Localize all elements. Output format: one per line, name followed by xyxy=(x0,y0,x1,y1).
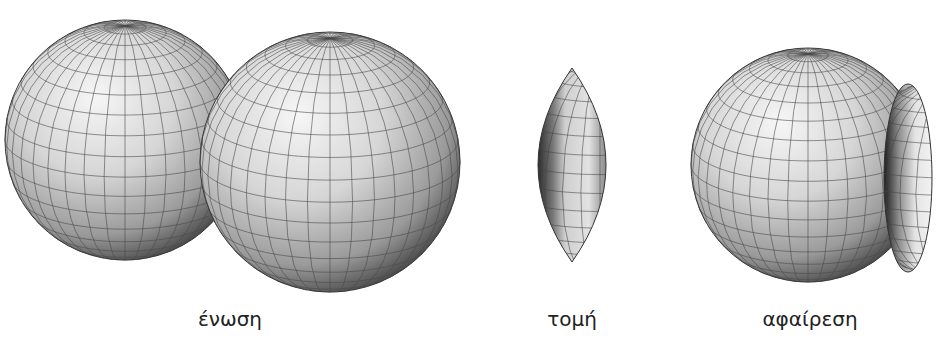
operation-label: αφαίρεση xyxy=(762,307,857,331)
sphere-outline xyxy=(200,32,460,292)
sphere-body xyxy=(200,32,460,292)
operation-label: τομή xyxy=(547,307,597,331)
sphere-grid xyxy=(200,32,460,292)
subtraction-cavity xyxy=(850,78,937,278)
union-sphere-front xyxy=(200,32,460,292)
surface-grid xyxy=(490,55,710,275)
operation-label: ένωση xyxy=(198,307,262,331)
surface-grid xyxy=(850,78,937,278)
intersection-lens xyxy=(490,55,710,275)
